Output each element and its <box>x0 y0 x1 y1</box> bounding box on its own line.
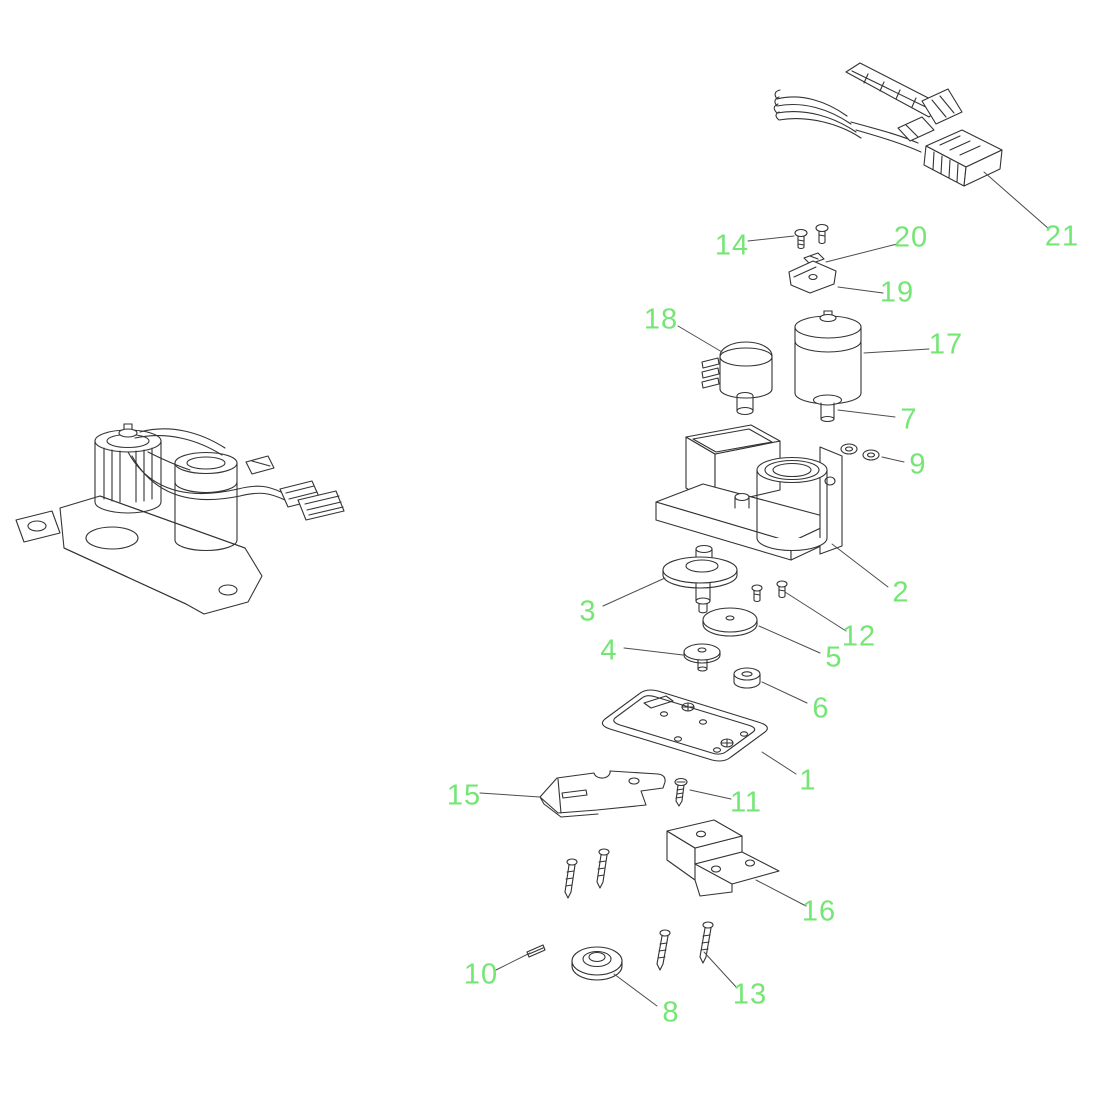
part-2-housing <box>655 424 843 561</box>
callout-label-20: 20 <box>893 221 929 254</box>
part-15-flat-bracket <box>539 770 666 818</box>
part-5-disc <box>702 607 758 637</box>
callout-label-18: 18 <box>643 303 679 336</box>
callout-label-16: 16 <box>801 895 837 928</box>
part-12-screws <box>751 580 788 603</box>
callout-label-8: 8 <box>662 996 680 1029</box>
callout-label-1: 1 <box>799 764 817 797</box>
part-4-washer-stem <box>683 643 721 672</box>
callout-label-12: 12 <box>841 620 877 653</box>
callout-label-3: 3 <box>579 595 597 628</box>
part-8-grommet <box>571 946 623 981</box>
part-3-impeller <box>662 544 738 614</box>
callout-label-19: 19 <box>879 276 915 309</box>
part-10-pin <box>526 944 546 958</box>
callout-label-5: 5 <box>825 641 843 674</box>
part-14-screws <box>794 223 829 250</box>
callout-label-14: 14 <box>714 229 750 262</box>
callout-label-10: 10 <box>463 958 499 991</box>
part-1-base-plate <box>601 689 768 762</box>
callout-label-9: 9 <box>909 448 927 481</box>
callout-label-21: 21 <box>1044 220 1080 253</box>
callout-label-13: 13 <box>732 978 768 1011</box>
callout-label-17: 17 <box>928 328 964 361</box>
part-18-solenoid <box>701 341 773 416</box>
callout-label-4: 4 <box>600 634 618 667</box>
callout-label-6: 6 <box>812 692 830 725</box>
leader-lines <box>479 171 1050 1007</box>
part-13-mounting-screws <box>564 848 714 971</box>
part-21-wiring-harness <box>773 62 1003 187</box>
callout-label-11: 11 <box>729 786 763 819</box>
callout-label-7: 7 <box>900 403 918 436</box>
assembled-unit <box>15 423 345 615</box>
part-19-20-clip-bracket <box>788 252 837 294</box>
part-11-screw <box>674 777 688 807</box>
part-17-motor <box>794 310 862 423</box>
callout-label-15: 15 <box>446 779 482 812</box>
callout-label-2: 2 <box>892 576 910 609</box>
part-9-rings <box>840 443 880 461</box>
part-16-step-bracket <box>666 819 780 897</box>
part-6-grommet <box>733 667 761 689</box>
